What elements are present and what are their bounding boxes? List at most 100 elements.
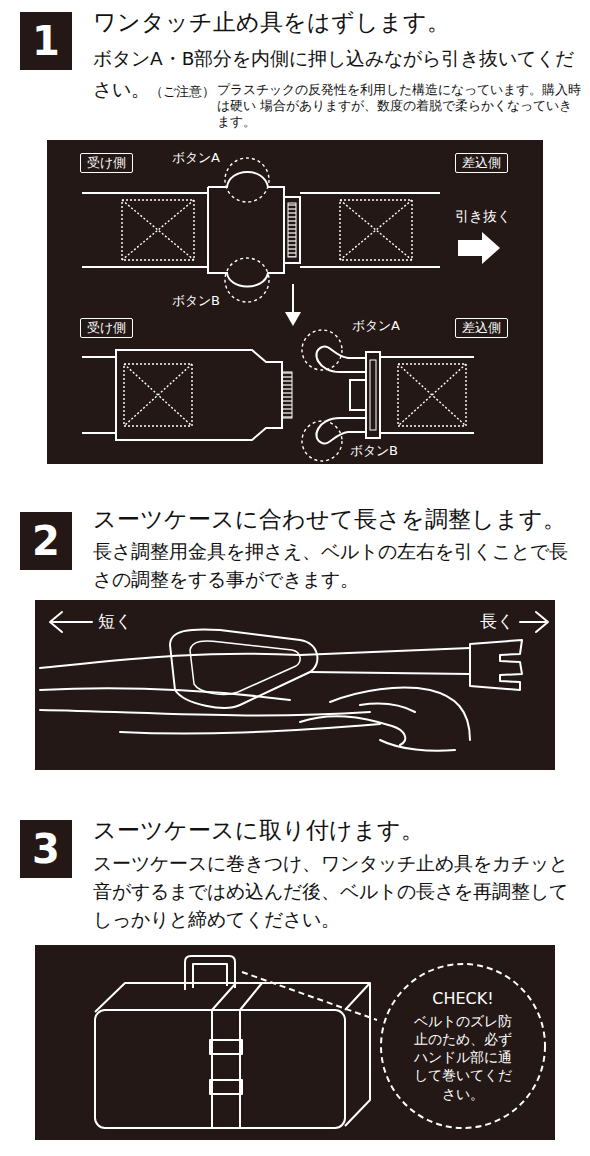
step-number-text: 3 bbox=[32, 824, 60, 874]
down-arrow bbox=[292, 284, 294, 314]
buckle-apart bbox=[282, 372, 292, 418]
buckle-panel bbox=[47, 140, 543, 464]
belt bbox=[40, 654, 300, 668]
step-number: 1 bbox=[20, 12, 72, 70]
adjust-panel bbox=[35, 600, 555, 770]
button-circle bbox=[225, 158, 269, 202]
button-label: ボタンA bbox=[172, 150, 220, 167]
stitch-box bbox=[398, 364, 466, 426]
buckle-apart bbox=[116, 350, 282, 440]
suitcase bbox=[95, 983, 370, 1012]
shorten-arrow bbox=[50, 612, 92, 632]
hand bbox=[360, 704, 415, 712]
side-tag-text: 差込側 bbox=[462, 155, 501, 171]
hand bbox=[380, 740, 455, 751]
stitch-box bbox=[398, 364, 466, 426]
adjust-panel bbox=[35, 600, 555, 770]
stitch-box bbox=[398, 364, 466, 426]
stitch-box bbox=[124, 364, 192, 426]
side-tag: 受け側 bbox=[80, 318, 133, 338]
belt bbox=[212, 983, 262, 1010]
step-heading: スーツケースに合わせて長さを調整します。 bbox=[93, 505, 566, 535]
suitcase bbox=[95, 956, 370, 1128]
belt bbox=[210, 983, 262, 1128]
suitcase-panel bbox=[35, 945, 555, 1140]
belt bbox=[40, 710, 370, 715]
belt-tongue bbox=[470, 640, 522, 690]
stitch-box bbox=[340, 200, 412, 260]
step-number: 3 bbox=[20, 820, 72, 878]
suitcase bbox=[345, 983, 370, 1126]
step-heading: スーツケースに取り付けます。 bbox=[93, 816, 424, 846]
side-tag-text: 受け側 bbox=[87, 320, 126, 336]
buckle-joined bbox=[288, 203, 296, 257]
leader-line bbox=[242, 972, 377, 1020]
step-number-text: 2 bbox=[32, 516, 60, 566]
direction-label: 長く bbox=[480, 610, 514, 632]
stitch-box bbox=[122, 200, 194, 260]
buckle-apart bbox=[316, 347, 366, 372]
side-tag: 差込側 bbox=[455, 318, 508, 338]
check-callout: CHECK!ベルトのズレ防止のため、必ずハンドル部に通して巻いてください。 bbox=[379, 962, 547, 1130]
hand bbox=[330, 688, 470, 740]
buckle-joined bbox=[208, 172, 284, 287]
check-outline bbox=[381, 964, 545, 1128]
suitcase bbox=[95, 1010, 345, 1128]
stitch-box bbox=[122, 200, 194, 260]
button-label: ボタンB bbox=[350, 443, 398, 460]
adjust-panel bbox=[40, 612, 548, 751]
buckle-joined bbox=[82, 193, 208, 267]
stitch-box bbox=[124, 364, 192, 426]
buckle-apart bbox=[350, 380, 366, 410]
buckle-panel bbox=[47, 140, 543, 464]
buckle-apart bbox=[370, 360, 376, 430]
step-heading: ワンタッチ止め具をはずします。 bbox=[93, 8, 450, 38]
lengthen-arrow bbox=[520, 612, 548, 632]
stitch-box bbox=[340, 200, 412, 260]
down-arrow bbox=[285, 284, 301, 326]
belt bbox=[210, 1080, 242, 1094]
buckle-apart bbox=[366, 352, 380, 438]
buckle-joined bbox=[284, 197, 300, 263]
check-heading: CHECK! bbox=[432, 989, 493, 1010]
stitch-box bbox=[124, 364, 192, 426]
suitcase-panel bbox=[35, 945, 555, 1140]
direction-label: 短く bbox=[98, 610, 132, 632]
note-mark: （ご注意） bbox=[150, 84, 215, 99]
stitch-box bbox=[340, 200, 412, 260]
handle bbox=[185, 956, 235, 990]
step-text-flow: ボタンA・B部分を内側に押し込みながら引き抜いてください。（ご注意）プラスチック… bbox=[93, 44, 586, 130]
pull-label: 引き抜く bbox=[455, 207, 511, 225]
step-number-text: 1 bbox=[32, 16, 60, 66]
buckle-apart bbox=[316, 418, 366, 443]
button-label: ボタンB bbox=[172, 293, 220, 310]
belt bbox=[40, 629, 522, 733]
side-tag-text: 受け側 bbox=[87, 155, 126, 171]
button-circle bbox=[302, 421, 342, 461]
hand bbox=[300, 716, 405, 745]
side-tag: 受け側 bbox=[80, 153, 133, 173]
buckle-apart bbox=[82, 357, 116, 433]
note-text: プラスチックの反発性を利用した構造になっています。購入時は硬い 場合がありますが… bbox=[217, 82, 584, 130]
buckle-joined bbox=[300, 193, 440, 267]
belt bbox=[120, 724, 380, 734]
check-text: ベルトのズレ防止のため、必ずハンドル部に通して巻いてください。 bbox=[412, 1012, 514, 1103]
stitch-box bbox=[122, 200, 194, 260]
side-tag: 差込側 bbox=[455, 153, 508, 173]
button-circle bbox=[225, 258, 269, 302]
belt bbox=[300, 648, 470, 674]
belt bbox=[212, 1010, 240, 1128]
pull-arrow bbox=[458, 232, 500, 264]
buckle-apart bbox=[380, 357, 474, 433]
buckle-joined bbox=[82, 158, 440, 302]
hand bbox=[300, 688, 470, 751]
down-arrow bbox=[285, 312, 301, 326]
step-body: 長さ調整用金具を押さえ、ベルトの左右を引くことで長さの調整をする事ができます。 bbox=[93, 538, 586, 594]
adjuster bbox=[170, 629, 317, 707]
step-number: 2 bbox=[20, 512, 72, 570]
belt bbox=[210, 1040, 242, 1054]
side-tag-text: 差込側 bbox=[462, 320, 501, 336]
button-label: ボタンA bbox=[352, 318, 400, 335]
belt bbox=[190, 641, 300, 694]
